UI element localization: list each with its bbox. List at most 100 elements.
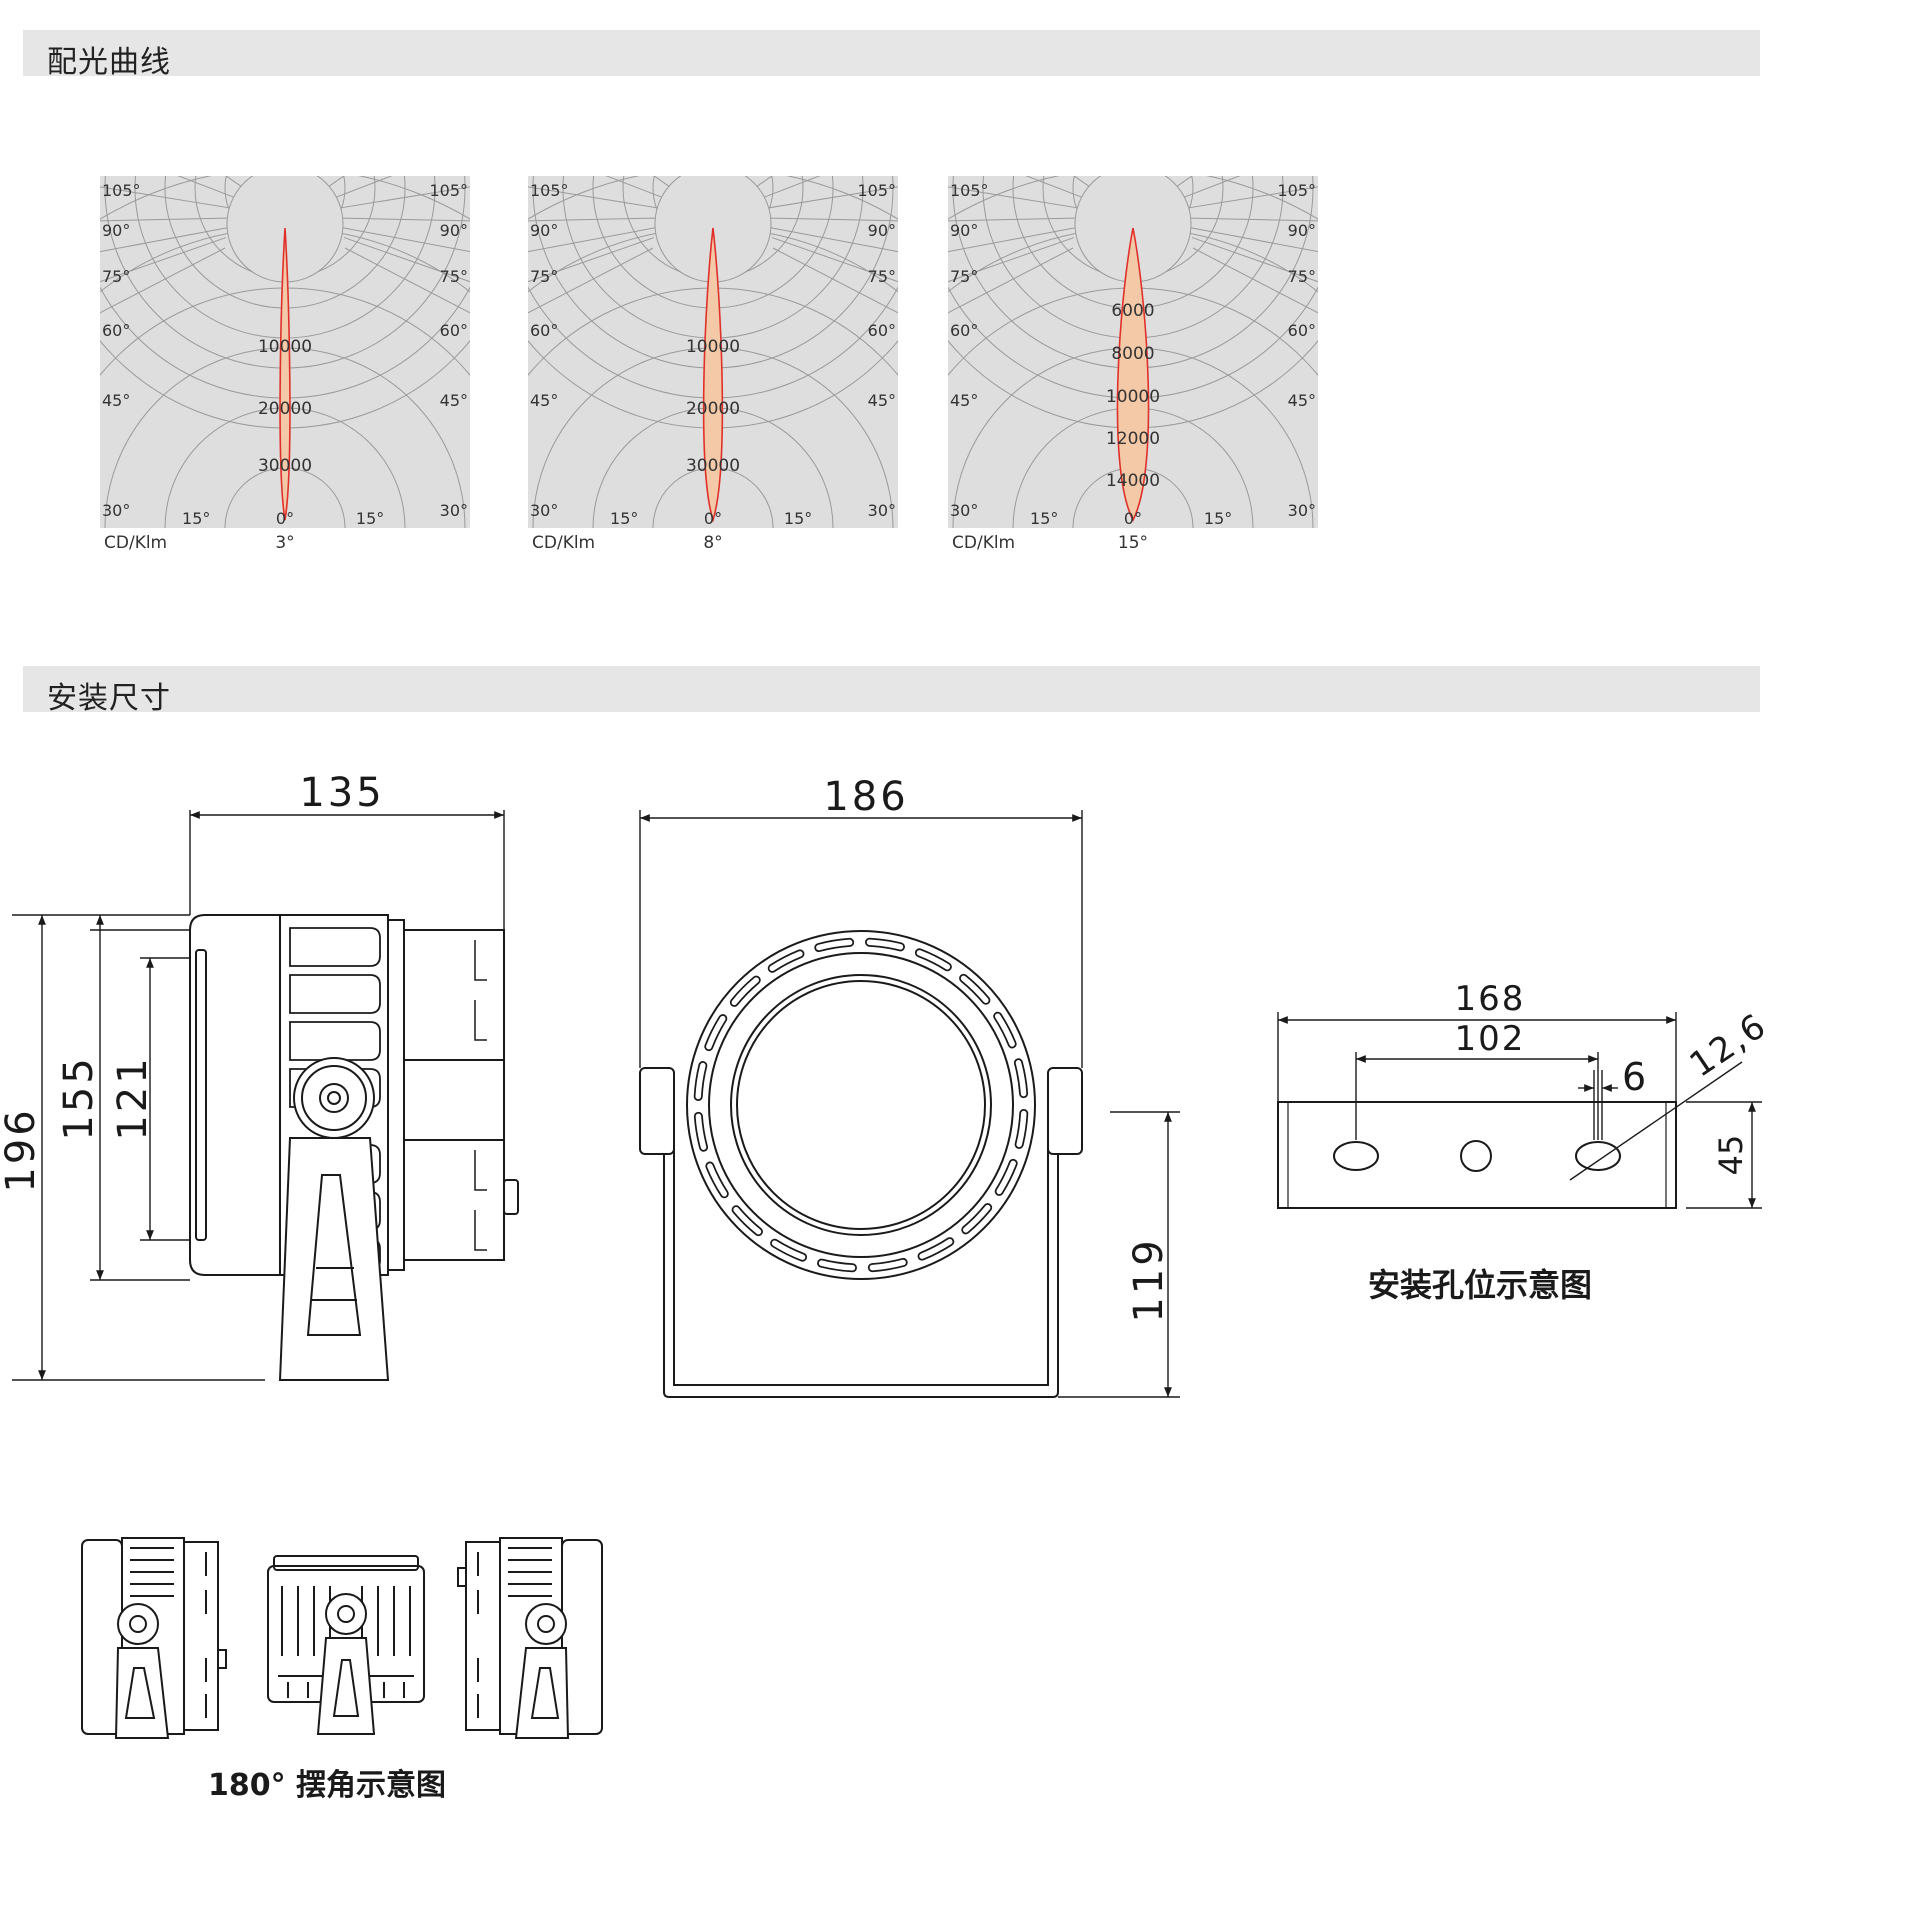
beam-angle-label: 8° <box>703 533 722 553</box>
dim-side-height-inner: 121 <box>110 1055 156 1140</box>
angle-label: 90° <box>102 221 130 240</box>
ring-slot-inner <box>869 1259 906 1271</box>
angle-label: 75° <box>102 267 130 286</box>
angle-label: 30° <box>868 501 896 520</box>
angle-label: 0° <box>704 509 722 528</box>
ring-slot-inner <box>1015 1060 1027 1097</box>
angle-label: 90° <box>440 221 468 240</box>
beam-angle-label: 15° <box>1118 533 1148 553</box>
angle-label: 30° <box>530 501 558 520</box>
ring-slot-inner <box>916 950 951 970</box>
unit-label: CD/Klm <box>952 533 1015 553</box>
angle-label: 30° <box>950 501 978 520</box>
section-bar-photometry: 配光曲线 <box>23 30 1760 80</box>
angle-label: 45° <box>440 391 468 410</box>
angle-label: 75° <box>950 267 978 286</box>
caption-bracket: 安装孔位示意图 <box>1368 1266 1592 1304</box>
angle-label: 90° <box>530 221 558 240</box>
angle-label: 45° <box>530 391 558 410</box>
dim-side-height-total: 196 <box>0 1107 44 1192</box>
dim-front-width: 186 <box>823 774 908 820</box>
angle-label: 45° <box>1288 391 1316 410</box>
angle-label: 60° <box>440 321 468 340</box>
angle-label: 15° <box>784 509 812 528</box>
caption-swing: 180° 摆角示意图 <box>208 1768 446 1803</box>
angle-label: 15° <box>610 509 638 528</box>
dim-side-height-body: 155 <box>56 1055 102 1140</box>
intensity-label: 10000 <box>1106 387 1160 407</box>
angle-label: 60° <box>102 321 130 340</box>
angle-label: 60° <box>950 321 978 340</box>
ring-slot-inner <box>733 1207 762 1235</box>
angle-label: 75° <box>440 267 468 286</box>
intensity-label: 20000 <box>258 399 312 419</box>
angle-label: 105° <box>530 181 569 200</box>
ring-slot-inner <box>994 1013 1015 1047</box>
ring-slot-inner <box>695 1113 707 1150</box>
ring-slot-inner <box>706 1015 726 1050</box>
side-view-drawing <box>189 914 519 1381</box>
angle-label: 75° <box>868 267 896 286</box>
swing-thumbnail-center <box>267 1555 425 1735</box>
angle-label: 30° <box>102 501 130 520</box>
dim-bracket-height: 45 <box>1712 1135 1750 1176</box>
dim-bracket-total: 168 <box>1455 979 1526 1019</box>
polar-chart-8deg: 105°105°90°90°75°75°60°60°45°45°30°30°15… <box>528 176 898 553</box>
beam-lobe <box>702 227 724 523</box>
intensity-label: 8000 <box>1111 344 1154 364</box>
unit-label: CD/Klm <box>532 533 595 553</box>
section-bar-installation: 安装尺寸 <box>23 666 1760 716</box>
dim-slot-length: 12,6 <box>1683 1005 1775 1085</box>
intensity-label: 12000 <box>1106 429 1160 449</box>
angle-label: 60° <box>1288 321 1316 340</box>
ring-slot-inner <box>816 939 853 951</box>
angle-label: 15° <box>1204 509 1232 528</box>
dim-slot-width: 6 <box>1622 1055 1646 1099</box>
ring-slot-inner <box>960 975 989 1003</box>
dim-front-height: 119 <box>1126 1237 1172 1322</box>
angle-label: 105° <box>429 181 468 200</box>
ring-slot-inner <box>771 1240 806 1260</box>
angle-label: 15° <box>182 509 210 528</box>
angle-label: 45° <box>102 391 130 410</box>
ring-slot-inner <box>963 1204 991 1233</box>
ring-slot-inner <box>731 977 759 1006</box>
ring-slot-inner <box>866 939 904 950</box>
section-title: 安装尺寸 <box>47 681 171 716</box>
angle-label: 90° <box>1288 221 1316 240</box>
swing-thumbnail-right <box>457 1537 603 1739</box>
angle-label: 30° <box>440 501 468 520</box>
ring-slot-inner <box>707 1163 728 1197</box>
ring-slot-inner <box>996 1160 1016 1195</box>
angle-label: 105° <box>950 181 989 200</box>
angle-label: 105° <box>102 181 141 200</box>
angle-label: 30° <box>1288 501 1316 520</box>
intensity-label: 10000 <box>686 337 740 357</box>
swing-thumbnail-left <box>81 1537 227 1739</box>
ring-slot-inner <box>769 951 803 972</box>
intensity-label: 14000 <box>1106 471 1160 491</box>
bracket-hole-drawing <box>1277 1101 1677 1209</box>
angle-label: 45° <box>868 391 896 410</box>
ring-slot-inner <box>919 1238 953 1259</box>
angle-label: 75° <box>530 267 558 286</box>
angle-label: 15° <box>356 509 384 528</box>
angle-label: 75° <box>1288 267 1316 286</box>
angle-label: 15° <box>1030 509 1058 528</box>
ring-slot-inner <box>818 1260 856 1271</box>
beam-lobe <box>279 227 291 521</box>
polar-chart-3deg: 105° 105° 90° 90° 75° 75° 60° 60° 45° 45° 30° 30° 15… <box>100 176 470 553</box>
beam-lobe <box>1116 227 1150 522</box>
intensity-label: 20000 <box>686 399 740 419</box>
intensity-label: 6000 <box>1111 301 1154 321</box>
angle-label: 105° <box>857 181 896 200</box>
ring-slot-inner <box>695 1062 706 1100</box>
dim-bracket-spacing: 102 <box>1455 1019 1526 1059</box>
angle-label: 0° <box>276 509 294 528</box>
unit-label: CD/Klm <box>104 533 167 553</box>
polar-chart-15deg: 105°105°90°90°75°75°60°60°45°45°30°30°15… <box>948 176 1318 553</box>
angle-label: 60° <box>530 321 558 340</box>
intensity-label: 30000 <box>258 456 312 476</box>
angle-label: 105° <box>1277 181 1316 200</box>
